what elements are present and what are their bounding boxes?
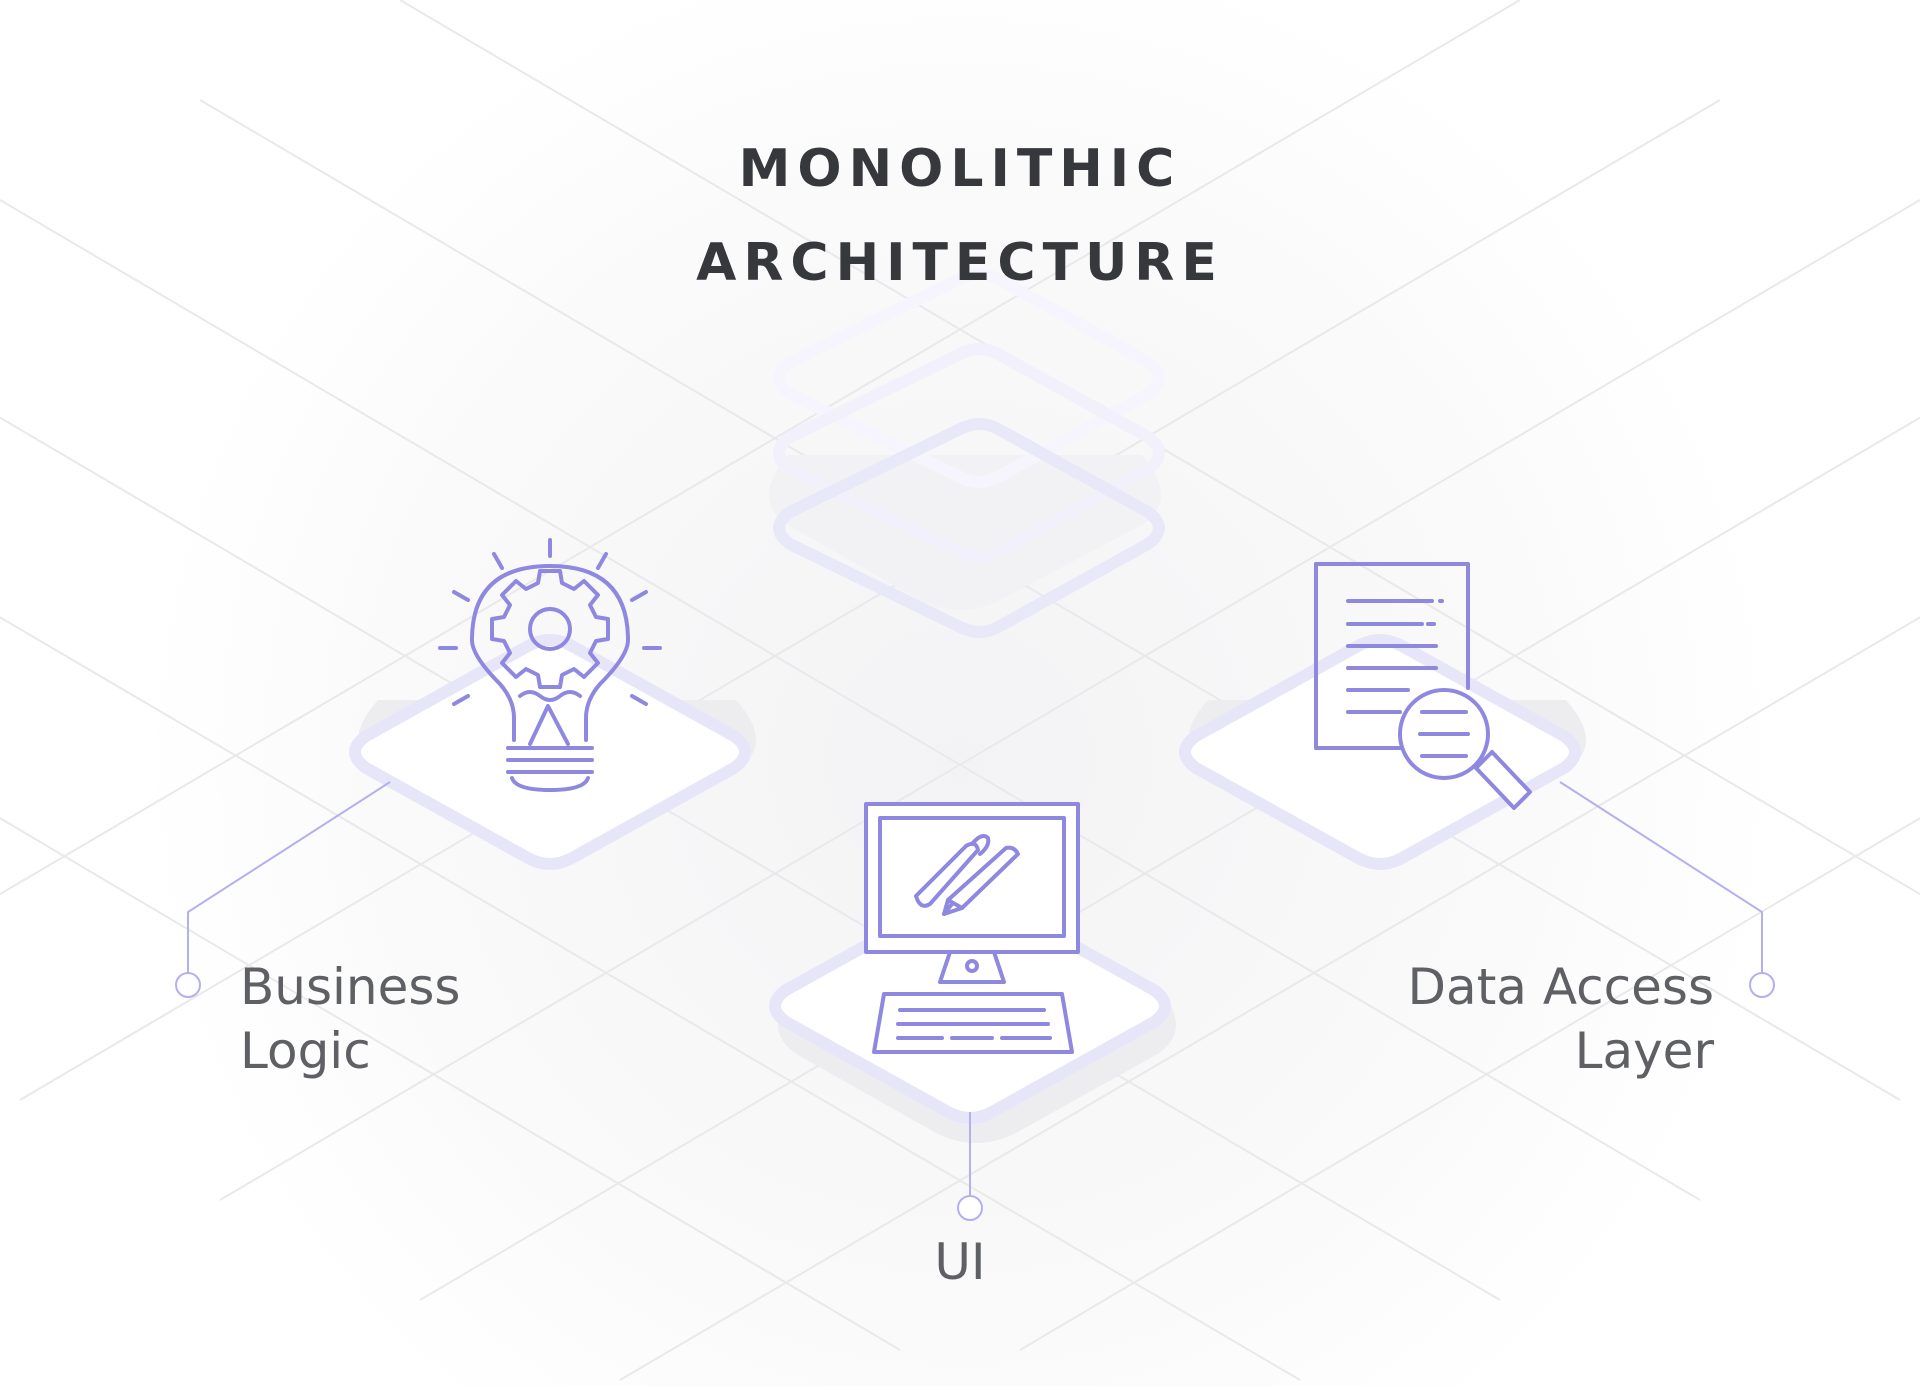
- connector-data-access: [1559, 781, 1763, 973]
- diagram-title-line-1: MONOLITHIC: [738, 139, 1182, 199]
- diagram-title: MONOLITHIC ARCHITECTURE: [560, 122, 1360, 310]
- business-logic-label: Business Logic: [240, 955, 460, 1083]
- connector-business-logic: [187, 781, 391, 973]
- data-access-label: Data Access Layer: [1320, 955, 1714, 1083]
- connector-dot-data-access: [1749, 972, 1775, 998]
- connector-dot-business-logic: [175, 972, 201, 998]
- lightbulb-gear-icon: [438, 538, 662, 792]
- computer-design-icon: [864, 802, 1080, 1054]
- data-access-label-line-2: Layer: [1574, 1022, 1714, 1080]
- ui-label-line-1: UI: [934, 1233, 986, 1291]
- document-search-icon: [1314, 562, 1532, 810]
- connector-dot-ui: [957, 1195, 983, 1221]
- stacked-layers-icon: [769, 268, 1165, 638]
- ui-label: UI: [860, 1230, 1060, 1294]
- business-logic-label-line-1: Business: [240, 958, 461, 1016]
- diagram-title-line-2: ARCHITECTURE: [696, 233, 1224, 293]
- data-access-label-line-1: Data Access: [1407, 958, 1714, 1016]
- connector-lines: [175, 781, 1775, 1221]
- business-logic-label-line-2: Logic: [240, 1022, 371, 1080]
